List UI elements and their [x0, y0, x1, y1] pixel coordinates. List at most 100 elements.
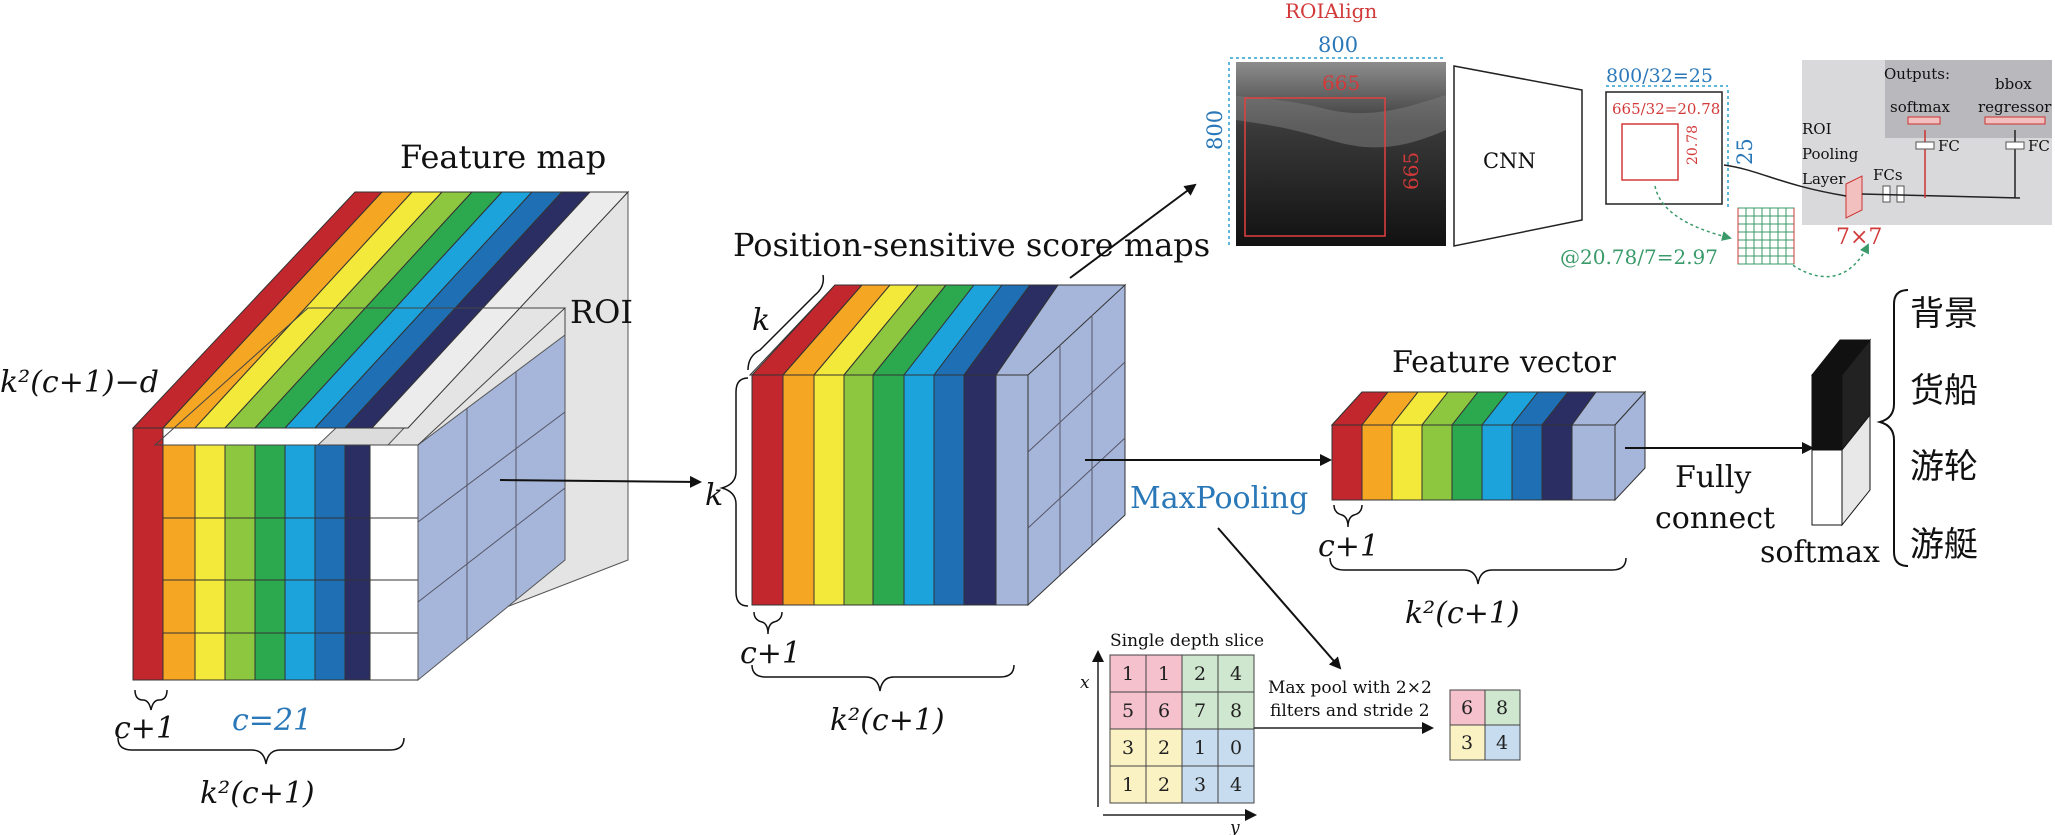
grid-cell: 3: [1194, 774, 1206, 796]
outputs-panel: [1885, 60, 2052, 138]
brace-c1-left: [134, 689, 168, 711]
score-maps-label: Position-sensitive score maps: [733, 226, 1210, 264]
roialign-h2078: 20.78: [1685, 125, 1701, 165]
fc-label-2: FC: [2028, 137, 2050, 155]
grid-7x7-label: 7×7: [1836, 225, 1882, 250]
grid-cell: 0: [1230, 737, 1242, 759]
class-label-3: 游艇: [1910, 525, 1978, 565]
k2c1-right-label: k²(c+1): [1405, 596, 1520, 631]
y-axis-label: y: [1229, 818, 1240, 835]
roialign-h800: 800: [1203, 110, 1227, 150]
roialign-title: ROIAlign: [1285, 0, 1377, 23]
roi-box-665: [1244, 97, 1386, 237]
grid-cell: 5: [1122, 700, 1134, 722]
fc-box-softmax: [1915, 141, 1935, 150]
green-dashed-arrow-2: [1787, 243, 1869, 278]
head-main-line: [1861, 193, 2021, 199]
bbox-label-1: bbox: [1995, 75, 2032, 93]
roialign-w25: 800/32=25: [1606, 65, 1713, 87]
softmax-block: [1810, 338, 1872, 527]
k-top-label: k: [752, 303, 770, 338]
bbox-label-2: regressor: [1978, 98, 2052, 116]
cnn-trapezoid: [1453, 65, 1583, 247]
green-dashed-arrow-1: [1654, 185, 1732, 241]
class-label-0: 背景: [1910, 294, 1978, 334]
c1-mid-label: c+1: [740, 636, 801, 671]
roi-label: ROI: [570, 293, 633, 331]
score-maps-block: [748, 283, 1127, 607]
arrow-to-maxpool-example: [1217, 527, 1342, 670]
feature-map-25: [1605, 91, 1723, 205]
grid-cell: 2: [1158, 774, 1170, 796]
fcs-label: FCs: [1873, 166, 1903, 184]
feature-vector-block: [1330, 390, 1647, 502]
maxpool-op-line2: filters and stride 2: [1270, 701, 1430, 721]
class-label-2: 游轮: [1910, 447, 1978, 487]
score-maps-top-stripes: [750, 284, 1126, 376]
grid-cell: 4: [1230, 663, 1242, 685]
c1-left-label: c+1: [114, 711, 175, 746]
grid-cell: 1: [1194, 737, 1206, 759]
class-label-1: 货船: [1910, 371, 1978, 411]
roialign-w800: 800: [1318, 33, 1358, 57]
c1-right-label: c+1: [1318, 529, 1379, 564]
roialign-at: @20.78/7=2.97: [1560, 245, 1718, 269]
k-side-label: k: [705, 478, 723, 513]
roialign-h665: 665: [1399, 152, 1423, 190]
k2c1d-label: k²(c+1)−d: [0, 365, 159, 400]
feature-map-label: Feature map: [400, 138, 606, 176]
maxpooling-label: MaxPooling: [1130, 481, 1308, 516]
c21-label: c=21: [232, 703, 312, 738]
roi-pool-cube: [1845, 175, 1863, 219]
satellite-image: [1236, 62, 1446, 246]
maxpool-result: 6 8 3 4: [1449, 689, 1521, 761]
fully-label: Fully: [1675, 460, 1751, 495]
roi-box-2078: [1621, 123, 1679, 181]
result-cell: 6: [1461, 697, 1473, 719]
arrow-to-score-maps: [499, 475, 702, 488]
x-axis-label: x: [1080, 673, 1090, 693]
connect-label: connect: [1655, 501, 1775, 536]
fc-box-2: [1896, 185, 1905, 203]
roi-pooling-label-2: Pooling: [1802, 145, 1859, 163]
grid-cell: 1: [1158, 663, 1170, 685]
brace-c1-mid: [753, 611, 783, 635]
feature-map-top-stripes: [131, 191, 630, 429]
roi-pooling-label-3: Layer: [1802, 170, 1846, 188]
grid-cell: 8: [1230, 700, 1242, 722]
fc-box-bbox: [2005, 141, 2025, 150]
brace-k-side: [719, 377, 749, 607]
roi-block: [153, 307, 567, 682]
grid-cell: 6: [1158, 700, 1170, 722]
fc-label-1: FC: [1938, 137, 1960, 155]
arrow-to-roialign: [1069, 183, 1197, 279]
k2c1-left-label: k²(c+1): [200, 776, 315, 811]
brace-k2c1-left: [117, 737, 405, 765]
result-cell: 3: [1461, 732, 1473, 754]
brace-k2c1-right: [1329, 557, 1627, 585]
brace-c1-right: [1333, 504, 1363, 528]
roialign-inset: ROIAlign 800 800 665 665 CNN 800/32=25 2…: [1203, 0, 2052, 278]
feature-map-front: [132, 427, 419, 681]
softmax-output-bar: [1907, 116, 1941, 125]
maxpool-example: Single depth slice x y 1 1 2 4 5: [1080, 631, 1521, 835]
result-cell: 4: [1496, 732, 1508, 754]
result-cell: 8: [1496, 697, 1508, 719]
grid-cell: 3: [1122, 737, 1134, 759]
maxpool-op-line1: Max pool with 2×2: [1268, 678, 1432, 698]
grid-cell: 2: [1158, 737, 1170, 759]
roialign-w665: 665: [1322, 71, 1360, 95]
maxpool-grid: 1 1 2 4 5 6 7 8 3 2 1 0 1 2 3 4: [1109, 654, 1255, 804]
roialign-h25: 25: [1733, 138, 1757, 165]
k2c1-mid-label: k²(c+1): [830, 703, 945, 738]
classes-bracket: [1876, 289, 1909, 567]
feature-vector-label: Feature vector: [1392, 345, 1616, 380]
grid-cell: 4: [1230, 774, 1242, 796]
connector-to-head: [1723, 164, 1847, 197]
outputs-label: Outputs:: [1884, 65, 1950, 83]
grid-cell: 1: [1122, 774, 1134, 796]
coastline-shape: [1236, 95, 1446, 148]
grid-7x7: [1737, 207, 1795, 265]
grid-cell: 1: [1122, 663, 1134, 685]
